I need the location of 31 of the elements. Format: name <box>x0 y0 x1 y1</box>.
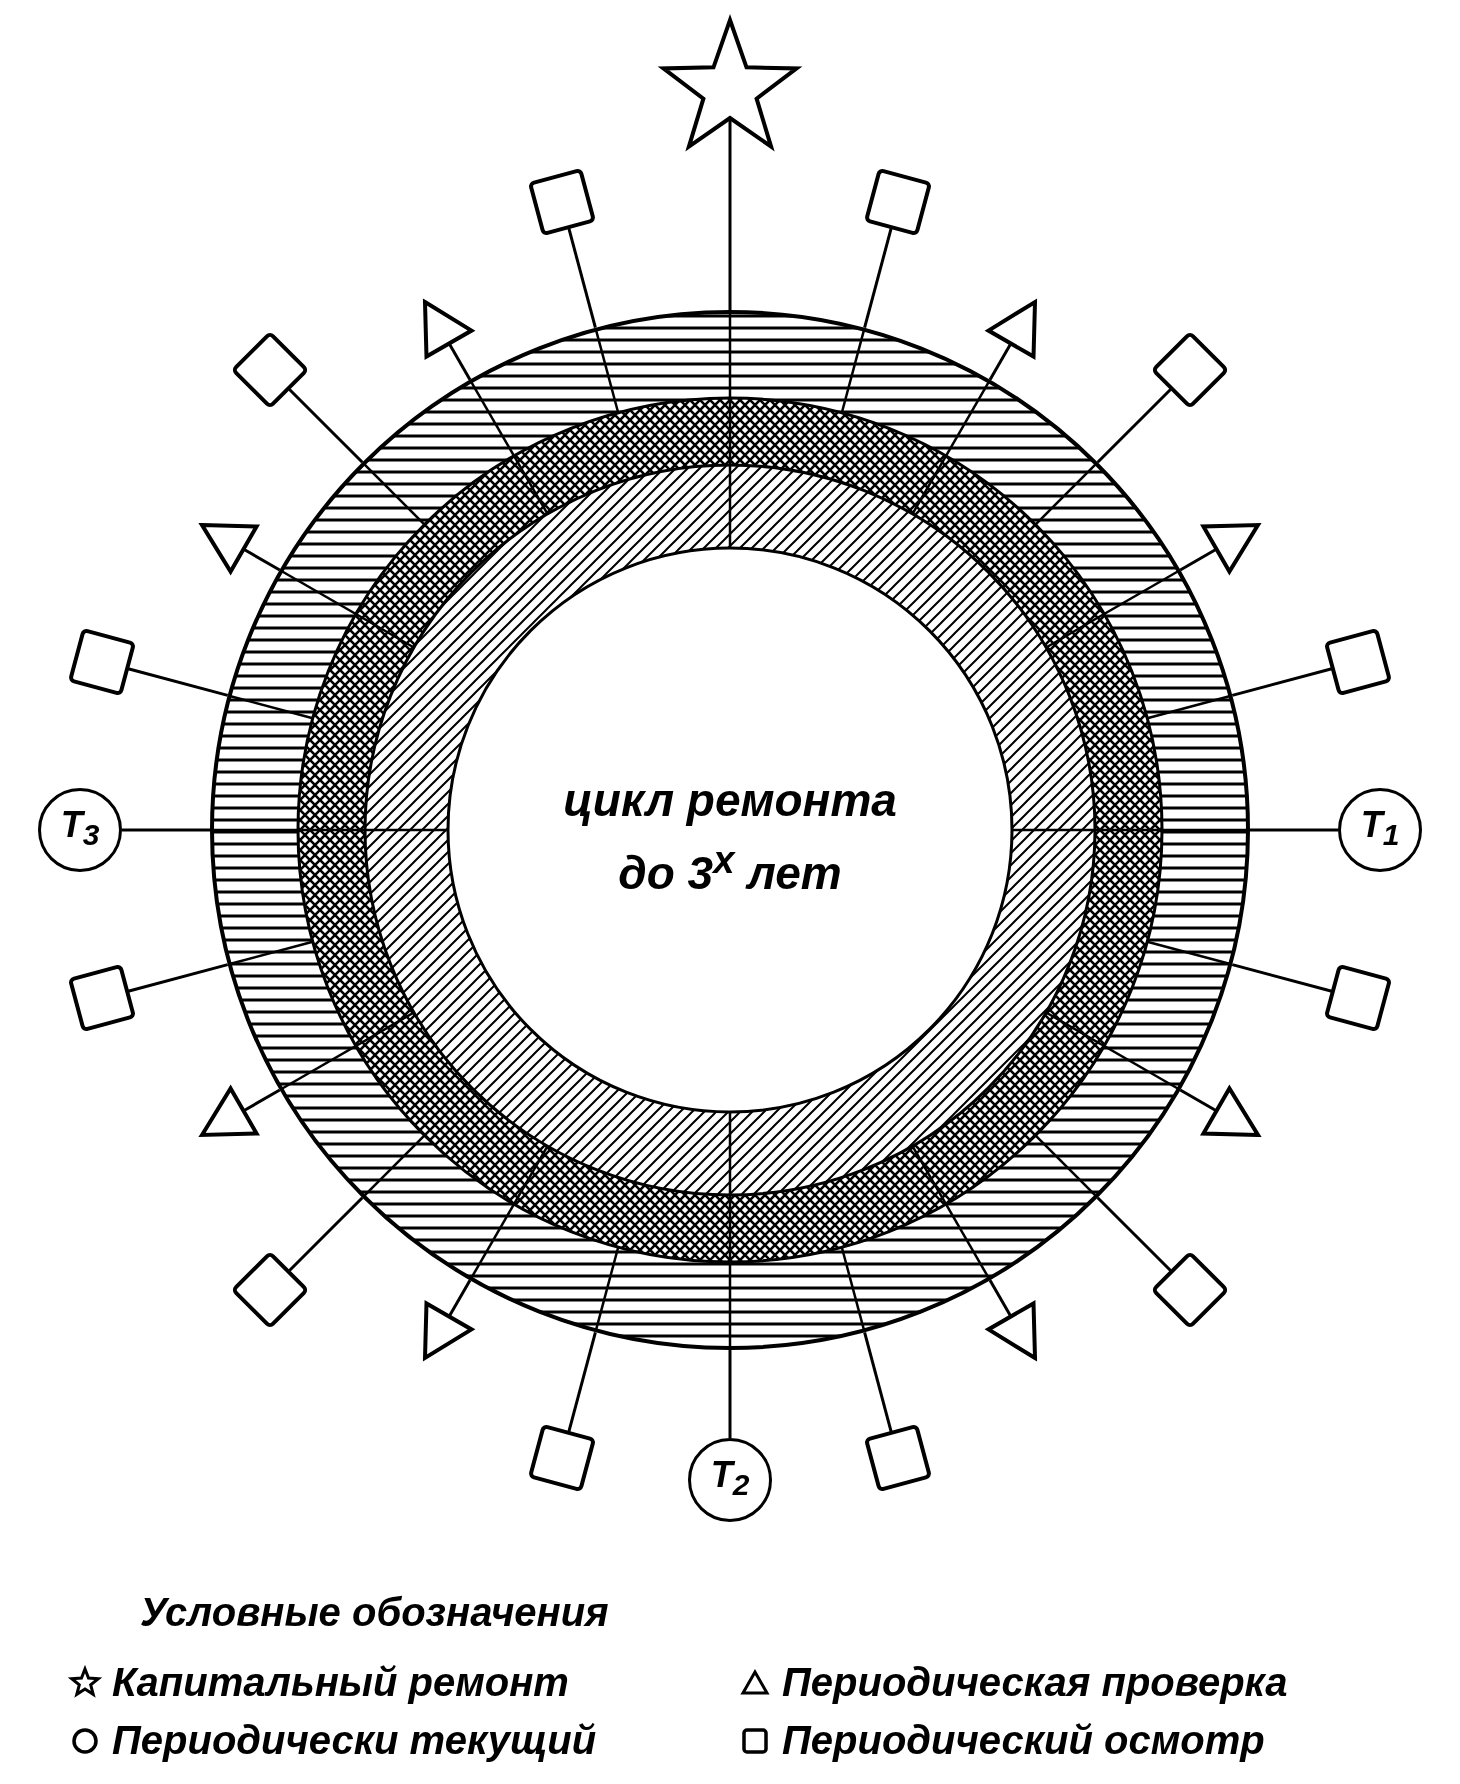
connector-line <box>1096 1196 1172 1272</box>
connector-line <box>988 342 1013 381</box>
legend-label: Периодически текущий <box>112 1718 597 1763</box>
legend-label: Капитальный ремонт <box>112 1660 569 1705</box>
legend-title: Условные обозначения <box>140 1590 609 1635</box>
connector-line <box>1096 388 1172 464</box>
connector-line <box>863 227 893 329</box>
legend-label: Периодическая проверка <box>782 1660 1288 1705</box>
connector-line <box>1250 828 1338 832</box>
connector-line <box>1179 547 1218 572</box>
repair-cycle-ring <box>210 310 1250 1350</box>
marker-label: T$_{2}$ <box>710 1454 750 1504</box>
connector-line <box>447 342 472 381</box>
connector-line <box>242 547 281 572</box>
connector-line <box>1179 1088 1218 1113</box>
connector-line <box>567 1331 597 1433</box>
connector-line <box>288 1196 364 1272</box>
connector-line <box>988 1279 1013 1318</box>
connector-line <box>728 1350 732 1438</box>
connector-line <box>863 1331 893 1433</box>
connector-line <box>567 227 597 329</box>
connector-line <box>447 1279 472 1318</box>
marker-label: T$_{3}$ <box>60 804 100 854</box>
connector-line <box>242 1088 281 1113</box>
legend-label: Периодический осмотр <box>782 1718 1265 1763</box>
connector-line <box>288 388 364 464</box>
connector-line <box>127 963 229 993</box>
marker-label: T$_{1}$ <box>1360 804 1400 854</box>
cycle-label: цикл ремонта до 3$^{х}$ лет <box>562 773 898 902</box>
connector-line <box>122 828 210 832</box>
connector-line <box>1231 667 1333 697</box>
